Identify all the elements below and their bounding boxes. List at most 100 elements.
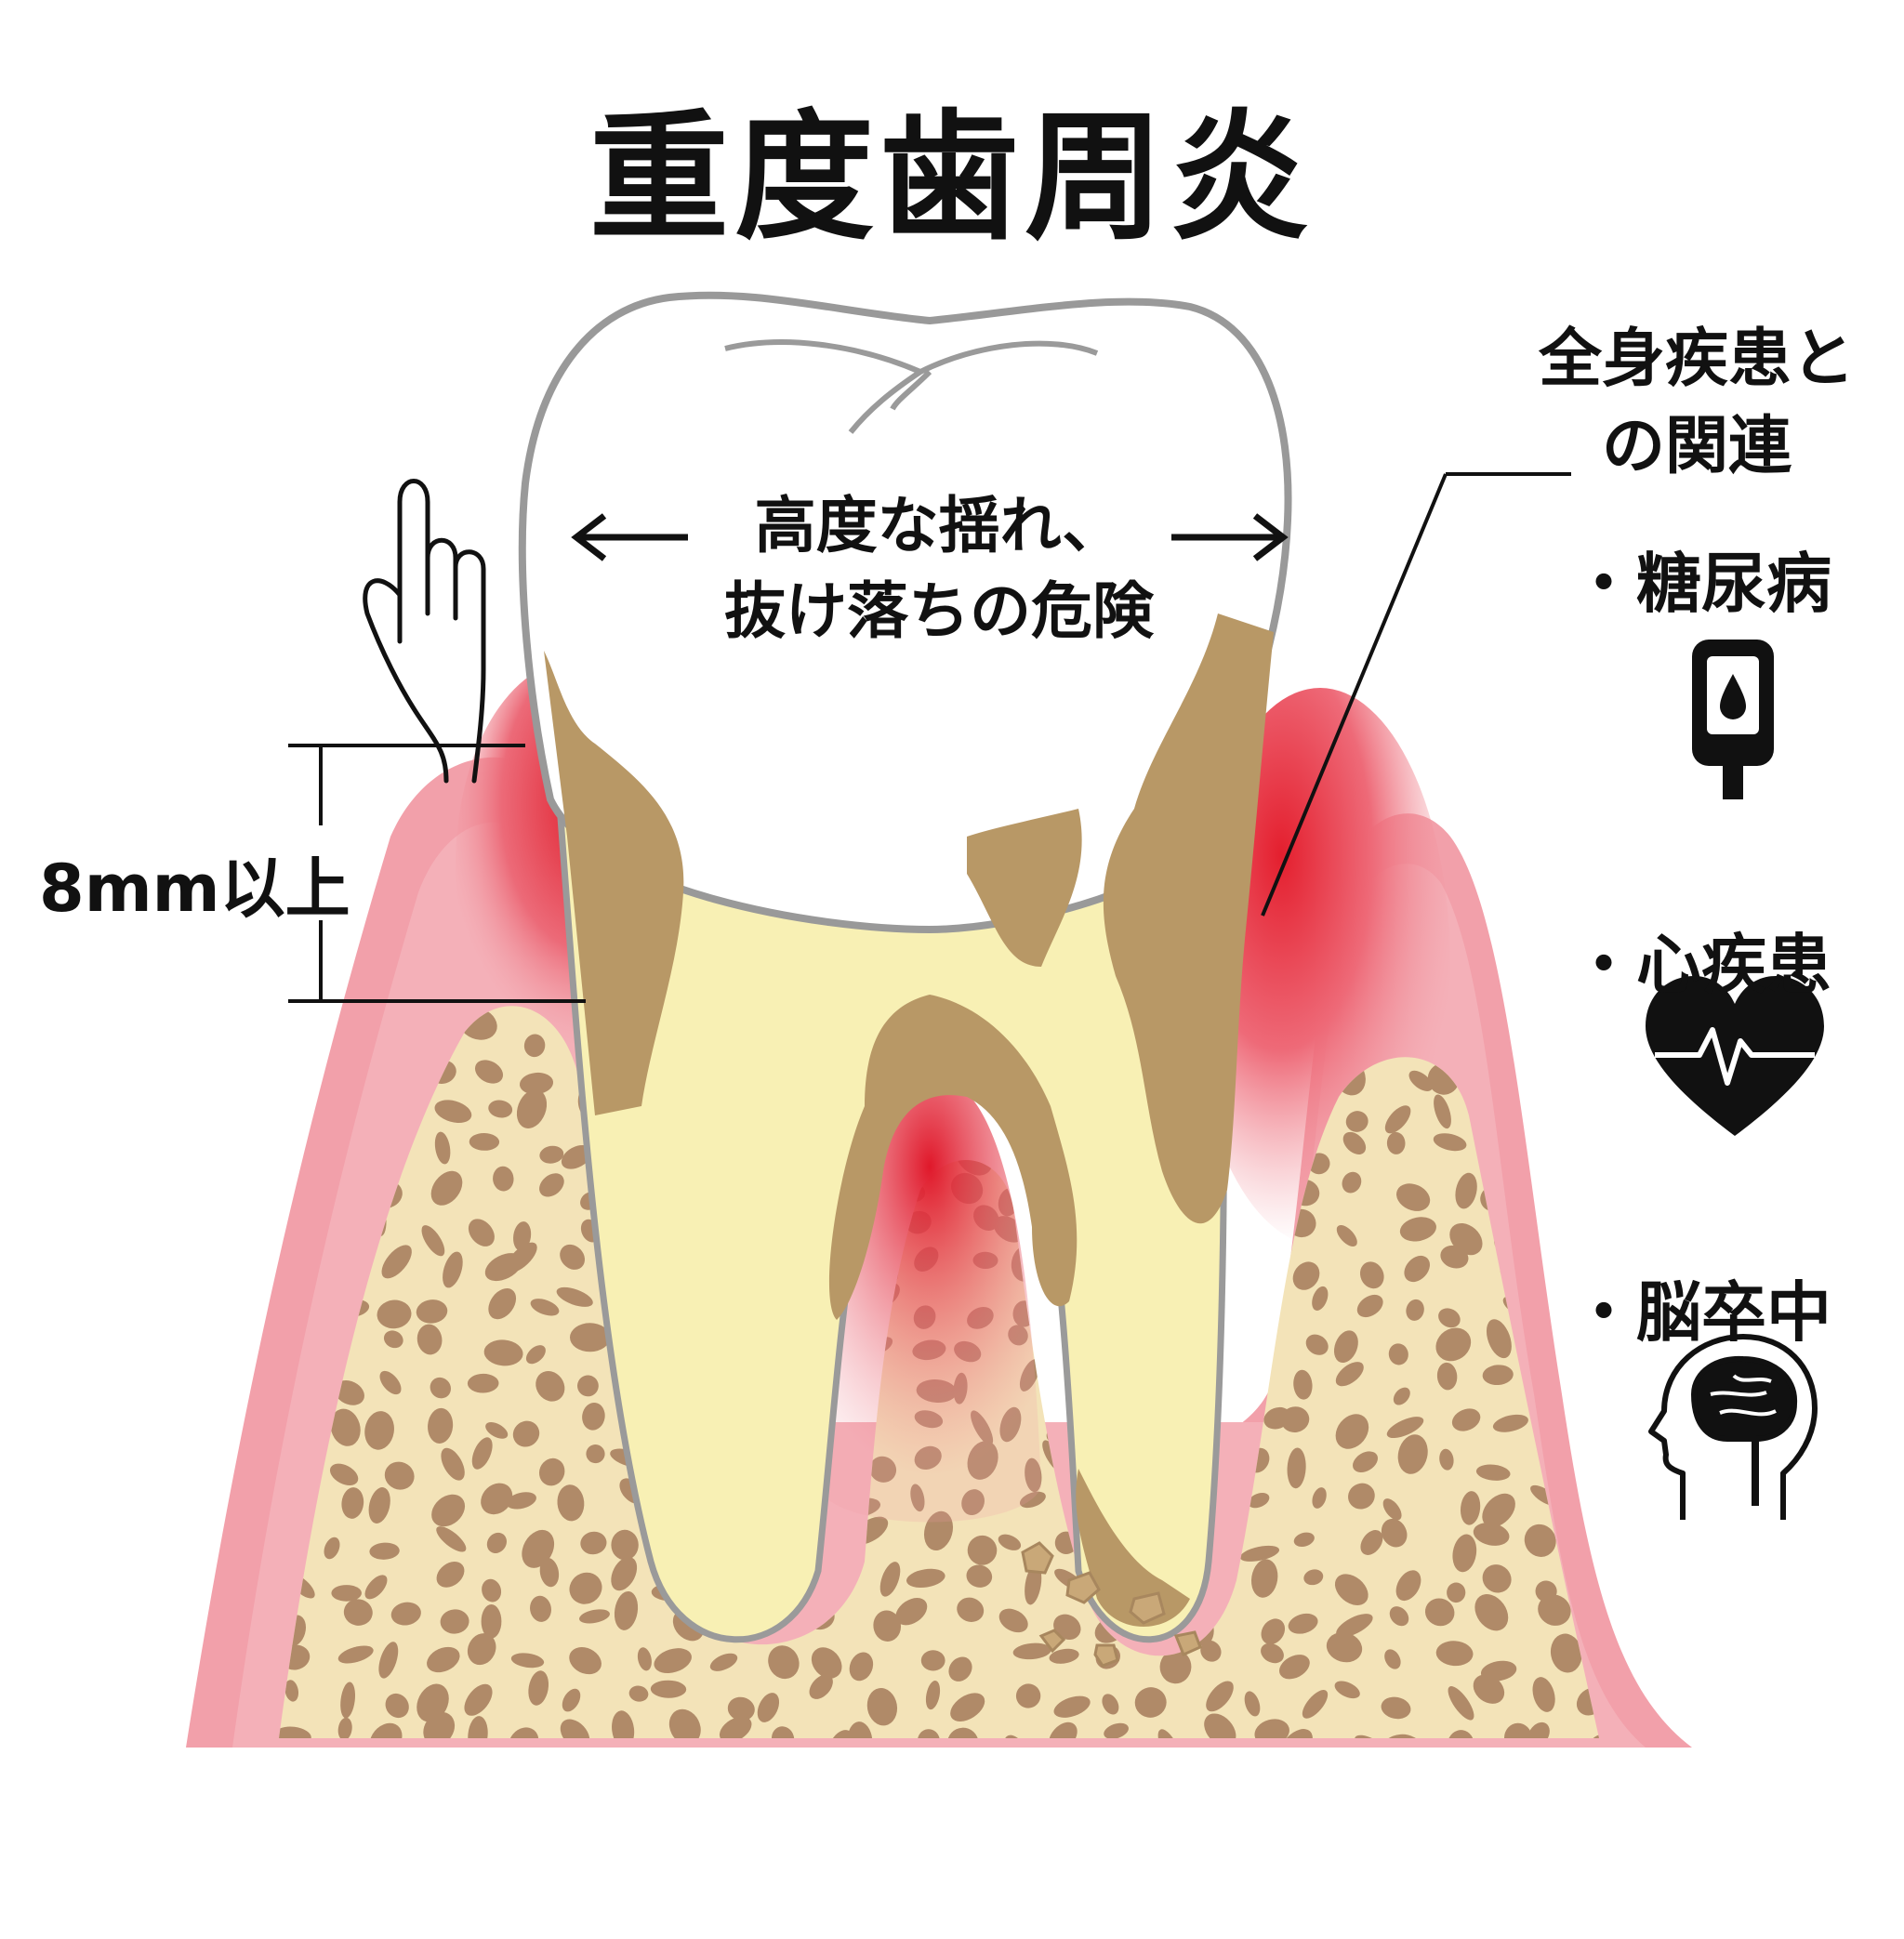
bone-pore (1386, 1417, 1424, 1439)
mobility-arrows (571, 513, 1289, 561)
bone-pore (331, 1585, 363, 1602)
bone-pore (650, 1680, 687, 1698)
bone-pore (1335, 1362, 1364, 1387)
bone-pore (1238, 1328, 1269, 1354)
bone-pore (1538, 1594, 1571, 1626)
bone-pore (906, 1568, 945, 1589)
bone-pore (709, 1653, 738, 1671)
bone-pore (998, 1608, 1028, 1633)
bone-pore (948, 1656, 972, 1682)
bone-pore (1280, 1406, 1310, 1432)
bone-pore (1292, 1261, 1320, 1290)
bone-pore (757, 1693, 780, 1722)
bone-pore (1455, 1172, 1477, 1209)
bone-pore (443, 1251, 463, 1288)
bone-pore (279, 1726, 311, 1738)
bone-pore (1335, 1414, 1369, 1449)
bone-pore (528, 1670, 549, 1706)
bone-pore (668, 1708, 701, 1738)
bone-pore (1592, 1097, 1599, 1126)
bone-pore (539, 1173, 564, 1197)
page-title: 重度歯周炎 (588, 98, 1315, 259)
bone-pore (1279, 1729, 1313, 1738)
bone-pore (1049, 1721, 1078, 1738)
bone-pore (329, 1463, 359, 1485)
bone-pore (1550, 1633, 1582, 1673)
bone-pore (1384, 1649, 1401, 1669)
bone-pore (285, 1103, 308, 1125)
bone-pore (577, 1375, 599, 1397)
bone-pore (1302, 1690, 1329, 1719)
bone-pore (1527, 1721, 1550, 1738)
bone-pore (925, 1681, 941, 1710)
bone-pore (1396, 1183, 1431, 1211)
bone-pore (1594, 1070, 1599, 1100)
bone-pore (768, 1645, 800, 1680)
bone-pore (1287, 1447, 1306, 1489)
bone-pore (421, 1225, 445, 1257)
disease-stroke-label: ・脳卒中 (1571, 1274, 1831, 1351)
bone-pore (998, 1534, 1022, 1550)
bone-pore (879, 1562, 901, 1597)
bone-pore (946, 1727, 979, 1738)
bone-pore (1596, 1492, 1599, 1516)
pocket-depth-bracket (288, 744, 586, 1003)
bone-pore (464, 1683, 493, 1716)
bone-pore (1288, 1613, 1318, 1634)
bone-pore (1473, 1674, 1505, 1704)
bone-pore (483, 1339, 523, 1366)
bone-pore (538, 1458, 565, 1486)
bone-pore (1342, 1171, 1362, 1194)
bone-pore (1522, 1101, 1552, 1125)
pocket-depth-label: 8mm以上 (39, 851, 350, 927)
bone-pore (506, 1492, 536, 1510)
bone-pore (513, 1221, 532, 1251)
bone-pore (481, 1483, 513, 1515)
bone-pore (384, 1461, 415, 1490)
bone-pore (1408, 1070, 1433, 1091)
bone-pore (434, 1131, 451, 1165)
bone-pore (431, 1494, 466, 1527)
bone-pore (1342, 1131, 1367, 1154)
bone-pore (385, 1693, 409, 1719)
bone-pore (1312, 1286, 1329, 1311)
bone-pore (340, 1682, 356, 1719)
bone-pore (562, 1688, 581, 1712)
bone-pore (1486, 1319, 1512, 1359)
bone-pore (560, 1719, 590, 1738)
bone-pore (330, 1408, 361, 1446)
systemic-heading-line-2: の関連 (1601, 410, 1792, 483)
bone-pore (557, 1484, 585, 1522)
bone-pore (1404, 1255, 1430, 1283)
mobility-warning-label: 高度な揺れ、 抜け落ちの危険 (651, 483, 1227, 654)
disease-diabetes-label: ・糖尿病 (1571, 546, 1831, 622)
bone-pore (1532, 1007, 1550, 1038)
bone-pore (1524, 1524, 1556, 1557)
bone-pore (1548, 1066, 1574, 1091)
bone-pore (1333, 1330, 1358, 1364)
bone-pore (1582, 1407, 1599, 1426)
bone-pore (488, 1287, 517, 1320)
hand-tap-icon (363, 479, 486, 784)
bone-pore (1389, 1606, 1409, 1627)
bone-pore (654, 1648, 692, 1674)
bone-pore (536, 1370, 565, 1402)
bone-pore (1012, 1642, 1051, 1660)
bone-pore (1532, 1677, 1555, 1712)
bone-pore (1025, 1563, 1042, 1605)
bone-pore (1134, 1687, 1167, 1718)
bone-pore (1482, 1493, 1515, 1527)
bone-pore (467, 1373, 499, 1393)
bone-pore (1424, 1598, 1455, 1627)
bone-pore (428, 1407, 454, 1444)
bone-pore (560, 1244, 586, 1270)
bone-pore (369, 1722, 403, 1738)
bone-pore (436, 1562, 465, 1588)
bone-pore (1382, 1498, 1402, 1521)
bone-pore (1279, 1655, 1310, 1680)
bone-pore (1242, 1300, 1262, 1323)
bone-pore (1440, 1245, 1469, 1269)
bone-pore (1452, 1534, 1477, 1573)
bone-pore (1360, 1530, 1383, 1555)
bone-pore (1482, 1564, 1512, 1593)
